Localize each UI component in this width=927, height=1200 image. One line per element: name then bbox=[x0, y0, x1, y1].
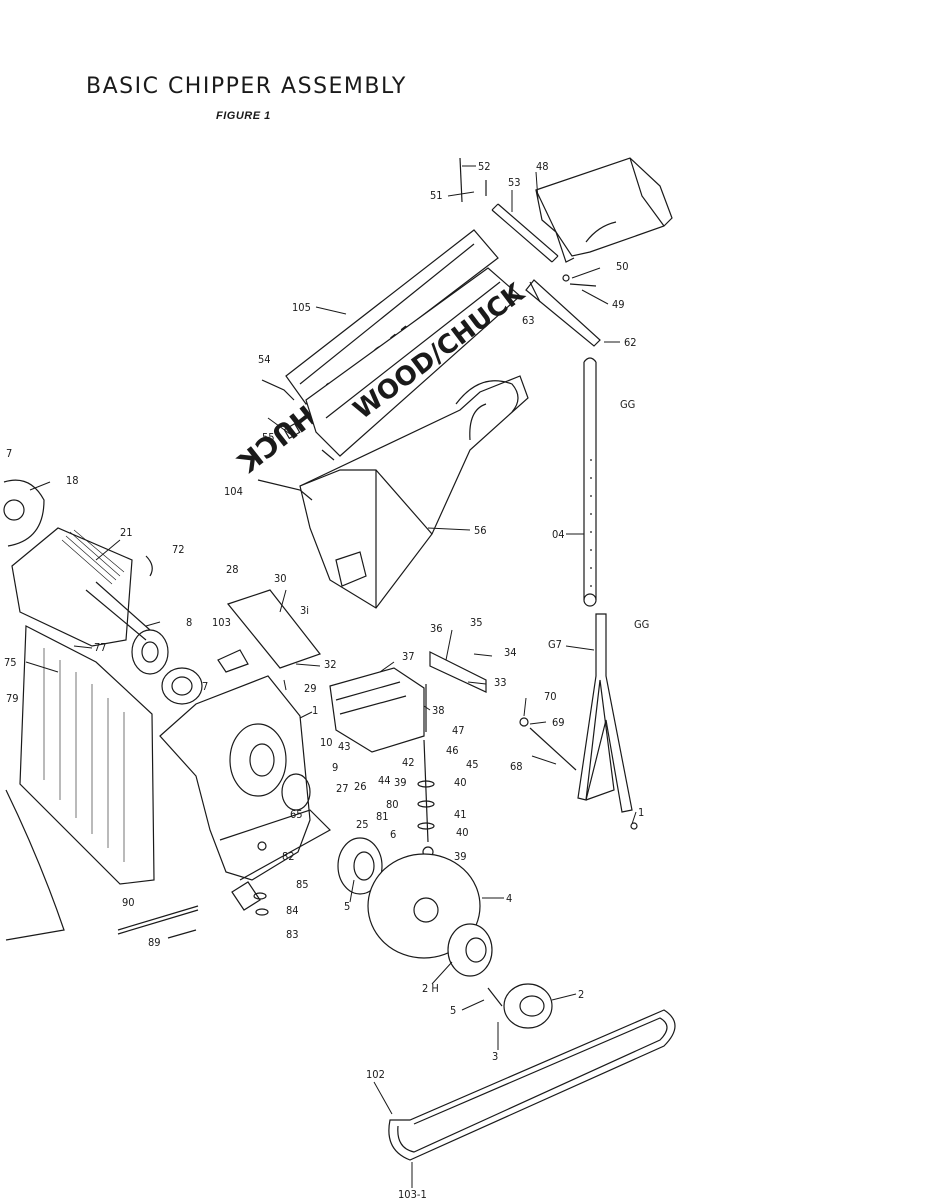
figure-label: FIGURE 1 bbox=[216, 110, 271, 122]
callout-66-top: GG bbox=[620, 398, 635, 411]
feed-funnel-part bbox=[257, 375, 529, 609]
callout-1-stand: 1 bbox=[638, 806, 644, 819]
support-stand-part bbox=[519, 357, 638, 830]
callout-56: 56 bbox=[474, 524, 487, 537]
callout-31: 3i bbox=[300, 604, 309, 617]
callout-28: 28 bbox=[226, 563, 239, 576]
callout-40-top: 40 bbox=[454, 776, 467, 789]
callout-34: 34 bbox=[504, 646, 517, 659]
callout-25: 25 bbox=[356, 818, 369, 831]
callout-103: 103 bbox=[212, 616, 231, 629]
callout-49: 49 bbox=[612, 298, 625, 311]
callout-47: 47 bbox=[452, 724, 465, 737]
callout-85: 85 bbox=[296, 878, 309, 891]
callout-51: 51 bbox=[430, 189, 443, 202]
callout-3: 3 bbox=[492, 1050, 498, 1063]
page-title: BASIC CHIPPER ASSEMBLY bbox=[86, 74, 407, 99]
callout-30: 30 bbox=[274, 572, 287, 585]
hinge-pin-part bbox=[261, 379, 335, 461]
callout-41: 41 bbox=[454, 808, 467, 821]
callout-9: 9 bbox=[332, 761, 338, 774]
callout-52: 52 bbox=[478, 160, 491, 173]
chute-bracket-part bbox=[525, 274, 601, 347]
callout-53: 53 bbox=[508, 176, 521, 189]
callout-105: 105 bbox=[292, 301, 311, 314]
main-frame-part bbox=[159, 589, 331, 911]
callout-90: 90 bbox=[122, 896, 135, 909]
callout-29: 29 bbox=[304, 682, 317, 695]
callout-7: 7 bbox=[202, 680, 208, 693]
callout-37: 37 bbox=[402, 650, 415, 663]
callout-67: G7 bbox=[548, 638, 562, 651]
callout-104: 104 bbox=[224, 485, 243, 498]
lift-handle-part bbox=[459, 157, 559, 263]
callout-38: 38 bbox=[432, 704, 445, 717]
callout-10: 10 bbox=[320, 736, 333, 749]
callout-1-frame: 1 bbox=[312, 704, 318, 717]
callout-54: 54 bbox=[258, 353, 271, 366]
leader-lines bbox=[25, 165, 637, 825]
callout-39-bottom: 39 bbox=[454, 850, 467, 863]
callout-48: 48 bbox=[536, 160, 549, 173]
callout-6: 6 bbox=[390, 828, 396, 841]
callout-44: 44 bbox=[378, 774, 391, 787]
rod-part bbox=[117, 905, 199, 939]
flywheel-part bbox=[337, 837, 493, 977]
chipper-housing-part bbox=[3, 479, 203, 941]
callout-39-top: 39 bbox=[394, 776, 407, 789]
callout-65: 65 bbox=[290, 808, 303, 821]
callout-75: 75 bbox=[4, 656, 17, 669]
callout-62: 62 bbox=[624, 336, 637, 349]
callout-2h: 2 H bbox=[422, 982, 439, 995]
callout-70: 70 bbox=[544, 690, 557, 703]
bolt-stack-part bbox=[417, 739, 435, 858]
callout-2: 2 bbox=[578, 988, 584, 1001]
callout-63: 63 bbox=[522, 314, 535, 327]
callout-04: 04 bbox=[552, 528, 565, 541]
pulley-part bbox=[487, 983, 553, 1029]
callout-8: 8 bbox=[186, 616, 192, 629]
callout-4: 4 bbox=[506, 892, 512, 905]
callout-40-bottom: 40 bbox=[456, 826, 469, 839]
callout-80: 80 bbox=[386, 798, 399, 811]
callout-5-pulley: 5 bbox=[450, 1004, 456, 1017]
callout-35: 35 bbox=[470, 616, 483, 629]
callout-labels: 52 51 53 48 50 49 63 62 105 54 55 GG 104… bbox=[4, 160, 649, 1200]
mount-bolts-part bbox=[253, 841, 269, 916]
callout-68: 68 bbox=[510, 760, 523, 773]
callout-79: 79 bbox=[6, 692, 19, 705]
callout-103-1: 103-1 bbox=[398, 1188, 427, 1200]
callout-46: 46 bbox=[446, 744, 459, 757]
chute-deflector-part bbox=[535, 157, 673, 263]
callout-82: 82 bbox=[282, 850, 295, 863]
callout-36: 36 bbox=[430, 622, 443, 635]
callout-21: 21 bbox=[120, 526, 133, 539]
knife-block-part bbox=[329, 651, 487, 753]
callout-33: 33 bbox=[494, 676, 507, 689]
callout-102: 102 bbox=[366, 1068, 385, 1081]
callout-69: 69 bbox=[552, 716, 565, 729]
callout-84: 84 bbox=[286, 904, 299, 917]
callout-5-hub: 5 bbox=[344, 900, 350, 913]
v-belt-part bbox=[388, 1009, 676, 1161]
callout-72: 72 bbox=[172, 543, 185, 556]
callout-27: 27 bbox=[336, 782, 349, 795]
callout-42: 42 bbox=[402, 756, 415, 769]
callout-55: 55 bbox=[262, 431, 275, 444]
callout-81: 81 bbox=[376, 810, 389, 823]
callout-83: 83 bbox=[286, 928, 299, 941]
callout-89: 89 bbox=[148, 936, 161, 949]
callout-77: 77 bbox=[94, 641, 107, 654]
callout-43: 43 bbox=[338, 740, 351, 753]
callout-32: 32 bbox=[324, 658, 337, 671]
callout-7-top: 7 bbox=[6, 447, 12, 460]
callout-50: 50 bbox=[616, 260, 629, 273]
callout-26: 26 bbox=[354, 780, 367, 793]
leader-lines-lower bbox=[349, 879, 577, 1188]
callout-18: 18 bbox=[66, 474, 79, 487]
callout-66-bottom: GG bbox=[634, 618, 649, 631]
callout-45: 45 bbox=[466, 758, 479, 771]
